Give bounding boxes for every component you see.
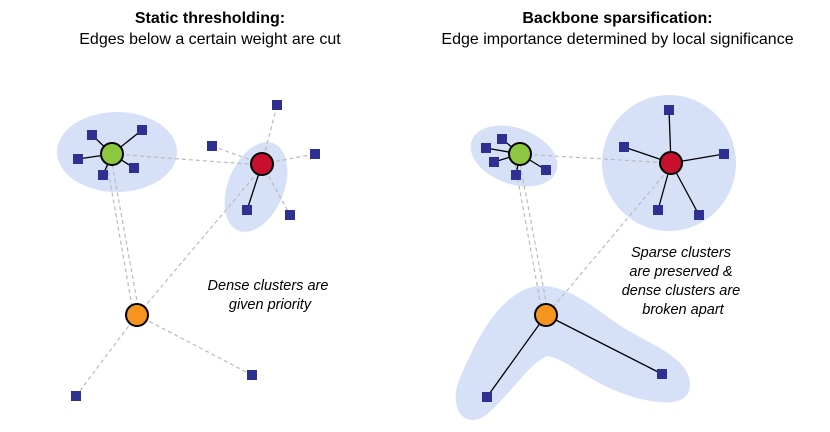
edge-orange-bottom-left	[75, 314, 138, 397]
leaf-node	[497, 134, 507, 144]
leaf-node	[482, 392, 492, 402]
leaf-node	[137, 125, 147, 135]
left-annotation: Dense clusters are given priority	[208, 278, 333, 313]
orange-hub-node	[534, 303, 558, 327]
leaf-node	[247, 370, 257, 380]
orange-hub-node	[125, 303, 149, 327]
right-annotation-line: are preserved &	[629, 264, 732, 280]
leaf-node	[664, 105, 674, 115]
leaf-node	[285, 210, 295, 220]
right-dashed-edges	[513, 153, 672, 313]
right-annotation-line: broken apart	[642, 302, 724, 318]
leaf-node	[489, 157, 499, 167]
green-hub-node	[100, 142, 124, 166]
left-title-heading: Static thresholding:	[134, 10, 286, 27]
left-title-subtitle: Edges below a certain weight are cut	[79, 31, 341, 48]
right-orange-cluster	[455, 285, 690, 421]
edge-red-orange	[139, 171, 259, 313]
leaf-node	[242, 205, 252, 215]
edge-green-orange-b	[518, 157, 549, 313]
edge-green-orange-a	[105, 157, 134, 313]
leaf-node	[87, 130, 97, 140]
leaf-node	[657, 369, 667, 379]
leaf-node	[98, 170, 108, 180]
leaf-node	[272, 100, 282, 110]
edge-red-orange	[548, 169, 669, 313]
left-annotation-line: given priority	[229, 297, 312, 313]
leaf-node	[73, 154, 83, 164]
right-title-subtitle: Edge importance determined by local sign…	[441, 31, 794, 48]
leaf-node	[653, 205, 663, 215]
right-title-heading: Backbone sparsification:	[522, 10, 713, 27]
red-hub-node	[659, 151, 683, 175]
edge-green-orange-b	[110, 157, 140, 313]
green-hub-node	[508, 142, 532, 166]
leaf-node	[694, 210, 704, 220]
left-dashed-edges	[75, 104, 316, 397]
left-panel-network: Dense clusters are given priority	[57, 100, 333, 401]
edge-orange-bottom-right	[136, 314, 253, 376]
leaf-node	[511, 170, 521, 180]
leaf-node	[310, 149, 320, 159]
left-leaf-nodes	[71, 100, 320, 401]
left-annotation-line: Dense clusters are	[208, 278, 329, 294]
leaf-node	[71, 391, 81, 401]
right-panel-title: Backbone sparsification: Edge importance…	[405, 8, 830, 50]
right-annotation: Sparse clusters are preserved & dense cl…	[622, 245, 745, 318]
left-red-cluster	[224, 142, 288, 232]
right-panel-network: Sparse clusters are preserved & dense cl…	[455, 95, 745, 421]
leaf-node	[619, 142, 629, 152]
left-panel-title: Static thresholding: Edges below a certa…	[0, 8, 420, 50]
red-hub-node	[250, 152, 274, 176]
leaf-node	[129, 163, 139, 173]
leaf-node	[541, 165, 551, 175]
right-annotation-line: Sparse clusters	[631, 245, 731, 261]
leaf-node	[481, 143, 491, 153]
right-leaf-nodes	[481, 105, 729, 402]
leaf-node	[207, 141, 217, 151]
right-annotation-line: dense clusters are	[622, 283, 740, 299]
leaf-node	[719, 149, 729, 159]
edge-green-orange-a	[513, 157, 543, 313]
edge-green-red	[519, 153, 672, 164]
